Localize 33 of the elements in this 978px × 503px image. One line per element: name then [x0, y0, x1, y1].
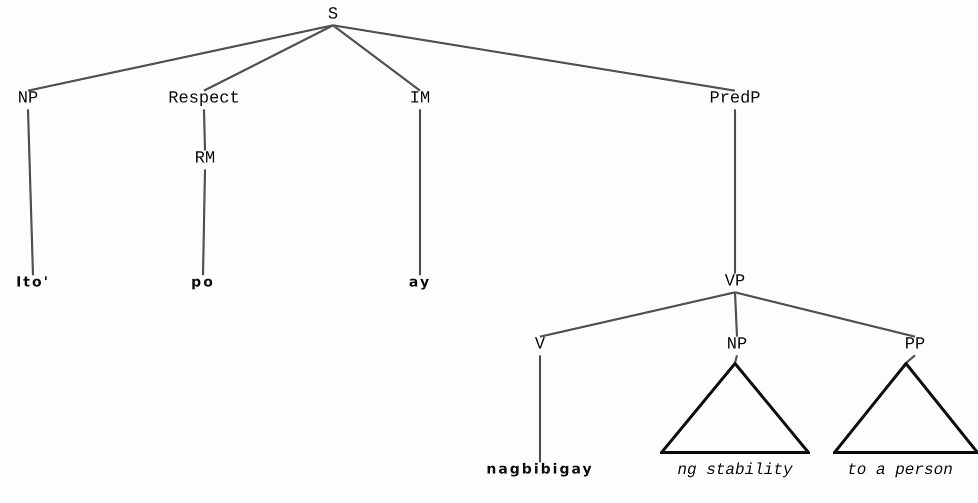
- phrase-text: ng stability: [676, 462, 794, 480]
- tree-branch: [734, 292, 738, 337]
- tree-branch: [734, 355, 738, 364]
- category-label: RM: [194, 150, 216, 170]
- category-label: V: [534, 336, 546, 356]
- category-label: VP: [724, 274, 746, 292]
- category-label: PredP: [710, 90, 760, 110]
- category-label: PP: [904, 336, 926, 356]
- tree-branch: [540, 291, 736, 338]
- tree-branch: [28, 24, 334, 92]
- phrase-text: to a person: [846, 462, 954, 480]
- tree-branch: [204, 24, 334, 92]
- tree-branch: [26, 109, 34, 276]
- triangle-shape: [660, 362, 810, 454]
- category-label: IM: [410, 90, 430, 110]
- tree-branch: [905, 354, 916, 364]
- category-label: NP: [18, 90, 38, 110]
- tree-branch: [418, 109, 422, 276]
- terminal-word: nagbibigay: [486, 462, 594, 478]
- terminal-word: Ito': [16, 275, 50, 291]
- tree-branch: [734, 291, 916, 338]
- tree-branch: [202, 109, 206, 151]
- tree-branch: [332, 24, 736, 92]
- tree-branch: [332, 24, 421, 92]
- category-label: Respect: [168, 90, 240, 110]
- tree-branch: [538, 355, 542, 462]
- triangle-shape: [833, 362, 978, 454]
- terminal-word: po: [191, 275, 215, 291]
- tree-branch: [202, 169, 206, 276]
- tree-branch: [734, 109, 736, 274]
- category-label: NP: [726, 336, 748, 356]
- category-label: S: [328, 6, 338, 26]
- terminal-word: ay: [408, 275, 432, 291]
